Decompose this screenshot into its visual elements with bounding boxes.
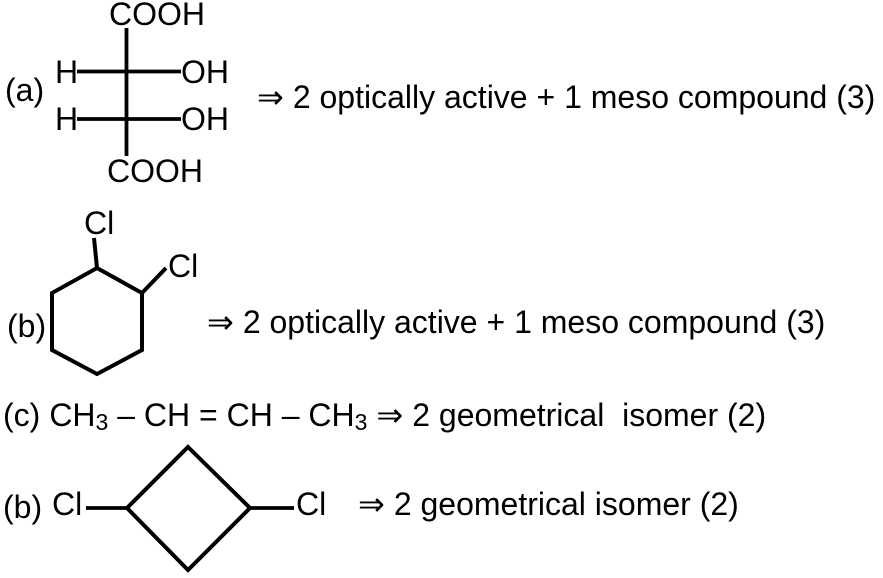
cyclobutane-cl-left-label: Cl: [52, 486, 83, 522]
row-b-label: (b): [7, 308, 47, 344]
fischer-row1-right: OH: [181, 54, 229, 90]
row-c-label: (c): [3, 397, 41, 433]
row-a-label: (a): [5, 72, 45, 108]
implies-arrow-icon: ⇒: [376, 397, 404, 433]
fischer-row2-right: OH: [181, 101, 229, 137]
fischer-row2-left: H: [55, 101, 79, 137]
implies-arrow-icon: ⇒: [358, 486, 385, 522]
formula-subscript: 3: [354, 409, 368, 435]
cyclohexane-cl-bond-right: [140, 266, 168, 295]
formula-part: CH: [49, 397, 96, 433]
cyclobutane-ring: [124, 444, 253, 573]
row-b-result-line: ⇒ 2 optically active + 1 meso compound (…: [207, 306, 825, 338]
row-c-result-text: 2 geometrical isomer (2): [412, 397, 767, 433]
row-c-line: (c) CH 3 – CH = CH – CH 3 ⇒ 2 geometrica…: [3, 397, 767, 435]
row-d-label: (b): [3, 489, 43, 525]
row-b-result-text: 2 optically active + 1 meso compound (3): [242, 304, 826, 340]
cyclohexane-ring: [50, 265, 144, 377]
row-a-result-line: ⇒ 2 optically active + 1 meso compound (…: [257, 81, 875, 113]
row-d-result-text: 2 geometrical isomer (2): [393, 486, 739, 522]
fischer-top-group: COOH: [109, 0, 205, 32]
cyclohexane-cl-bond-top: [92, 237, 99, 269]
cyclobutane-cl-right-label: Cl: [296, 486, 327, 522]
implies-arrow-icon: ⇒: [257, 79, 284, 115]
formula-part: – CH = CH – CH: [108, 397, 355, 433]
cyclohexane-cl-top-label: Cl: [84, 205, 115, 241]
fischer-row1-left: H: [55, 54, 79, 90]
formula-subscript: 3: [95, 409, 109, 435]
row-d-result-line: ⇒ 2 geometrical isomer (2): [358, 488, 739, 520]
row-a-result-text: 2 optically active + 1 meso compound (3): [292, 79, 876, 115]
cyclohexane-cl-right-label: Cl: [168, 248, 199, 284]
fischer-bottom-group: COOH: [107, 153, 203, 189]
implies-arrow-icon: ⇒: [207, 304, 234, 340]
